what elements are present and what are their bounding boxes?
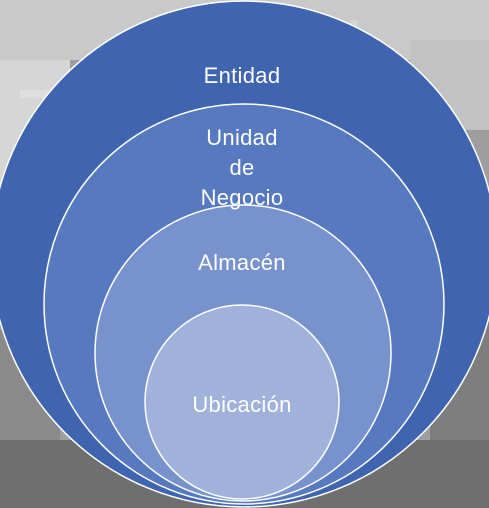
ring-ubicacion [144, 304, 340, 500]
label-line: Almacén [198, 250, 286, 275]
label-unidad-de-negocio: Unidad de Negocio [142, 123, 342, 213]
label-line: Ubicación [192, 392, 292, 417]
label-line: de [229, 155, 255, 180]
label-line: Negocio [200, 185, 284, 210]
label-ubicacion: Ubicación [142, 390, 342, 420]
label-line: Entidad [203, 63, 281, 88]
label-entidad: Entidad [142, 61, 342, 91]
label-almacen: Almacén [142, 248, 342, 278]
label-line: Unidad [206, 125, 278, 150]
